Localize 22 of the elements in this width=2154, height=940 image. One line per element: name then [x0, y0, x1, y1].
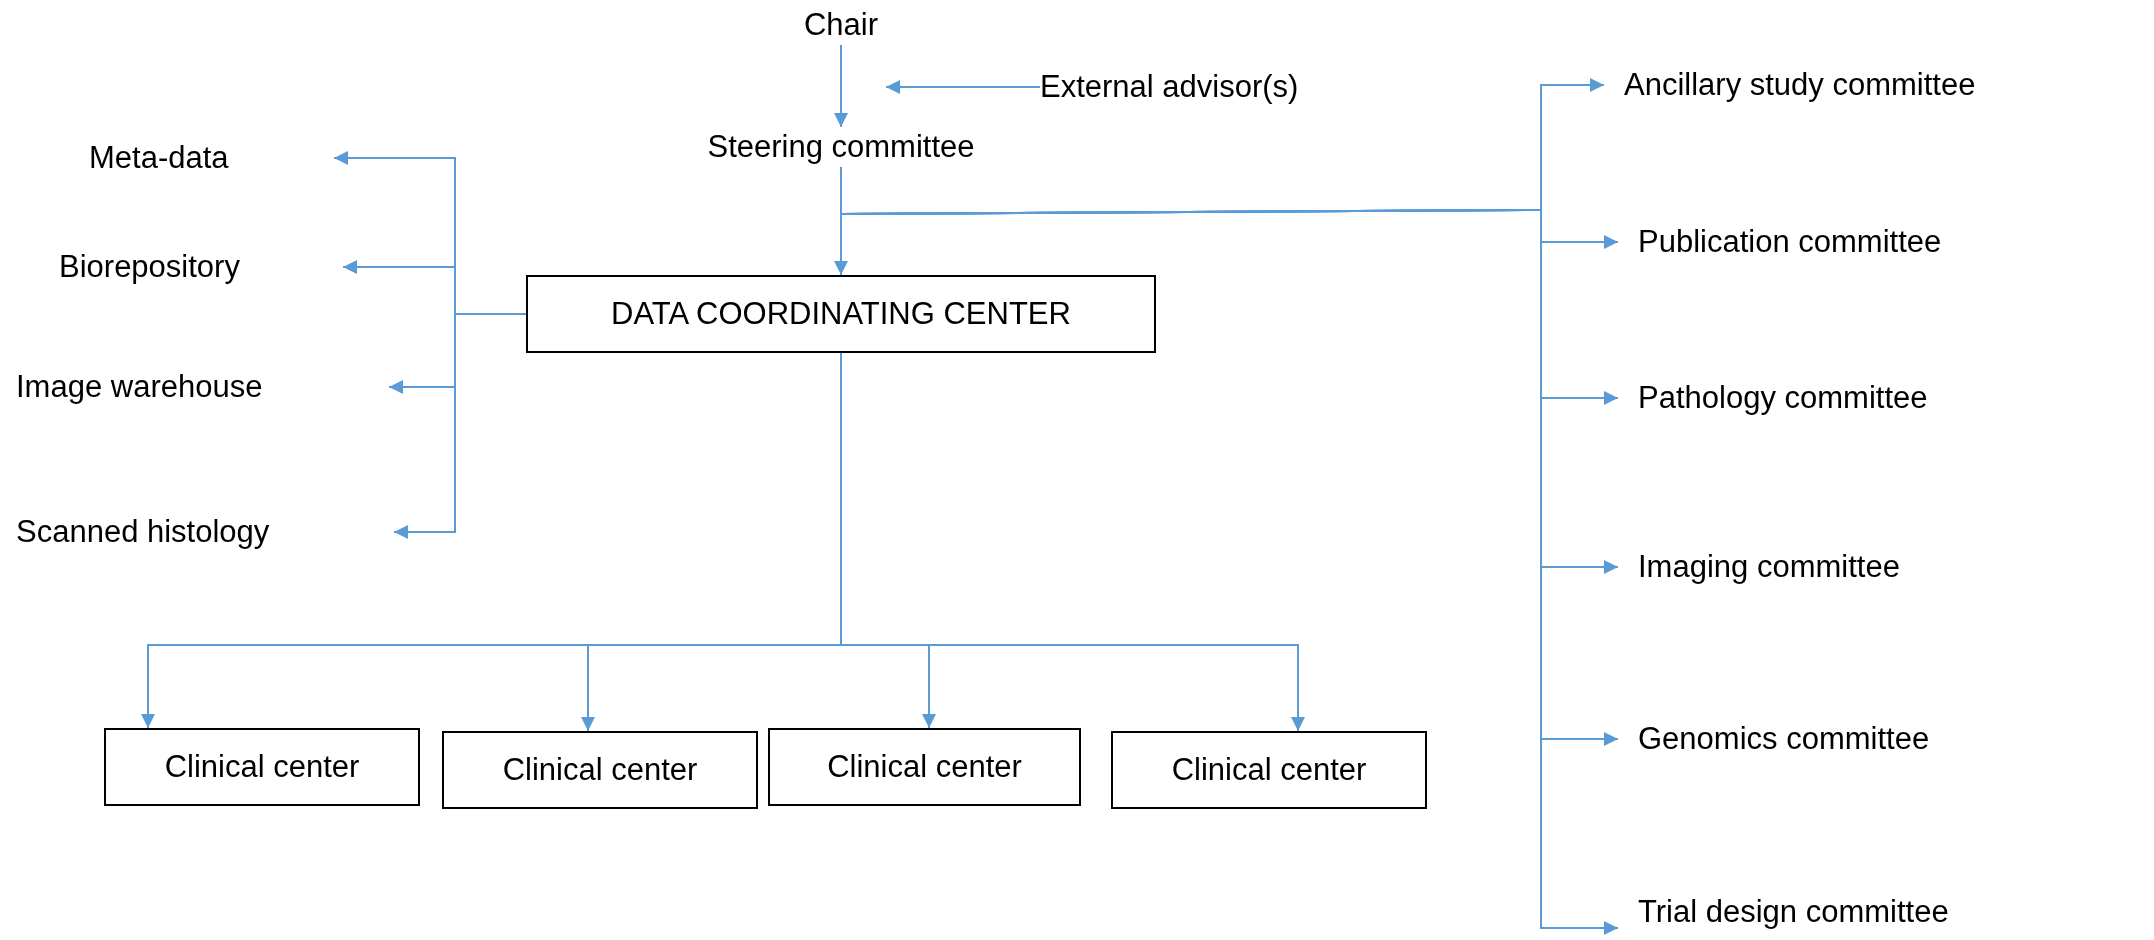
node-label: Pathology committee: [1618, 378, 2138, 418]
process-box: DATA COORDINATING CENTER: [526, 275, 1156, 353]
process-box: Clinical center: [442, 731, 758, 809]
node-label: Biorepository: [59, 247, 343, 287]
node-label: Chair: [781, 5, 901, 45]
node-label: Trial design committee: [1618, 890, 2138, 934]
node-label: Genomics committee: [1618, 719, 2138, 759]
arrow: [840, 166, 1619, 935]
node-label: External advisor(s): [1040, 67, 1420, 107]
node-label: Ancillary study committee: [1604, 65, 2134, 105]
node-label: Publication committee: [1618, 222, 2138, 262]
process-box: Clinical center: [768, 728, 1081, 806]
node-label: Scanned histology: [16, 512, 394, 552]
arrow: [834, 44, 848, 128]
node-label: Imaging committee: [1618, 547, 2138, 587]
process-box: Clinical center: [104, 728, 420, 806]
arrow: [885, 80, 1041, 94]
node-label: Image warehouse: [16, 367, 389, 407]
arrow: [393, 313, 527, 539]
node-label: Meta-data: [89, 138, 334, 178]
process-box: Clinical center: [1111, 731, 1427, 809]
node-label: Steering committee: [641, 127, 1041, 167]
